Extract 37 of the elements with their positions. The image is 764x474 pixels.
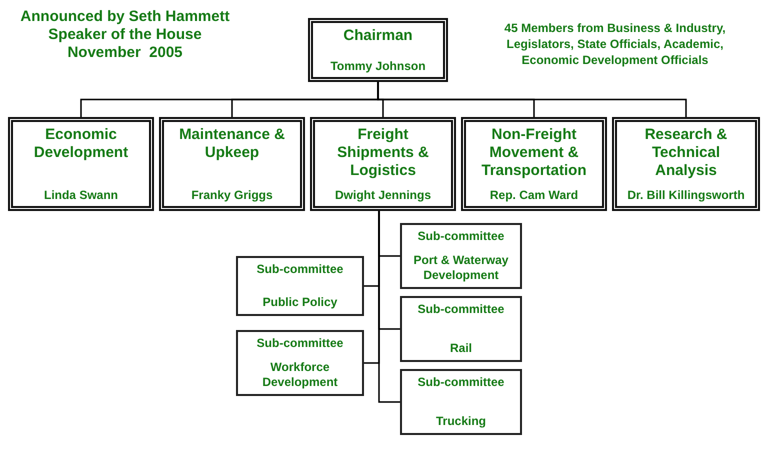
committee-box (612, 117, 760, 211)
committee-title: Freight Shipments & Logistics (336, 126, 430, 180)
member-name: Rep. Cam Ward (490, 188, 578, 202)
subcommittee-label: Sub-committee (418, 229, 504, 244)
subcommittee-box (400, 369, 522, 435)
committee-title: Research & Technical Analysis (644, 126, 728, 180)
committee-title: Non-Freight Movement & Transportation (480, 126, 588, 180)
chairman-box (308, 18, 448, 82)
subcommittee-box (400, 296, 522, 362)
subcommittee-box (400, 223, 522, 289)
subcommittee-name: Public Policy (262, 295, 338, 310)
subcommittee-name: Workforce Development (261, 360, 339, 390)
committee-box (8, 117, 154, 211)
member-name: Dr. Bill Killingsworth (627, 188, 745, 202)
member-name: Tommy Johnson (330, 59, 426, 73)
connector-line (378, 211, 400, 403)
committee-title: Economic Development (32, 126, 130, 162)
member-name: Linda Swann (44, 188, 118, 202)
membership-note: 45 Members from Business & Industry, Legislators, State Officials, Academic, Economic Development Officials (503, 20, 727, 68)
committee-title: Chairman (343, 27, 413, 45)
committee-box (310, 117, 456, 211)
member-name: Dwight Jennings (335, 188, 431, 202)
committee-title: Maintenance & Upkeep (178, 126, 286, 162)
subcommittee-box (236, 256, 364, 316)
subcommittee-label: Sub-committee (256, 336, 344, 351)
committee-box (461, 117, 607, 211)
subcommittee-label: Sub-committee (418, 302, 504, 317)
subcommittee-name: Port & Waterway Development (412, 253, 510, 283)
subcommittee-box (236, 330, 364, 396)
subcommittee-label: Sub-committee (418, 375, 504, 390)
subcommittee-name: Rail (450, 341, 472, 356)
committee-box (159, 117, 305, 211)
subcommittee-name: Trucking (436, 414, 486, 429)
announcement-text: Announced by Seth Hammett Speaker of the House November 2005 (20, 8, 230, 62)
member-name: Franky Griggs (191, 188, 273, 202)
subcommittee-label: Sub-committee (256, 262, 344, 277)
connector-line (377, 82, 687, 117)
